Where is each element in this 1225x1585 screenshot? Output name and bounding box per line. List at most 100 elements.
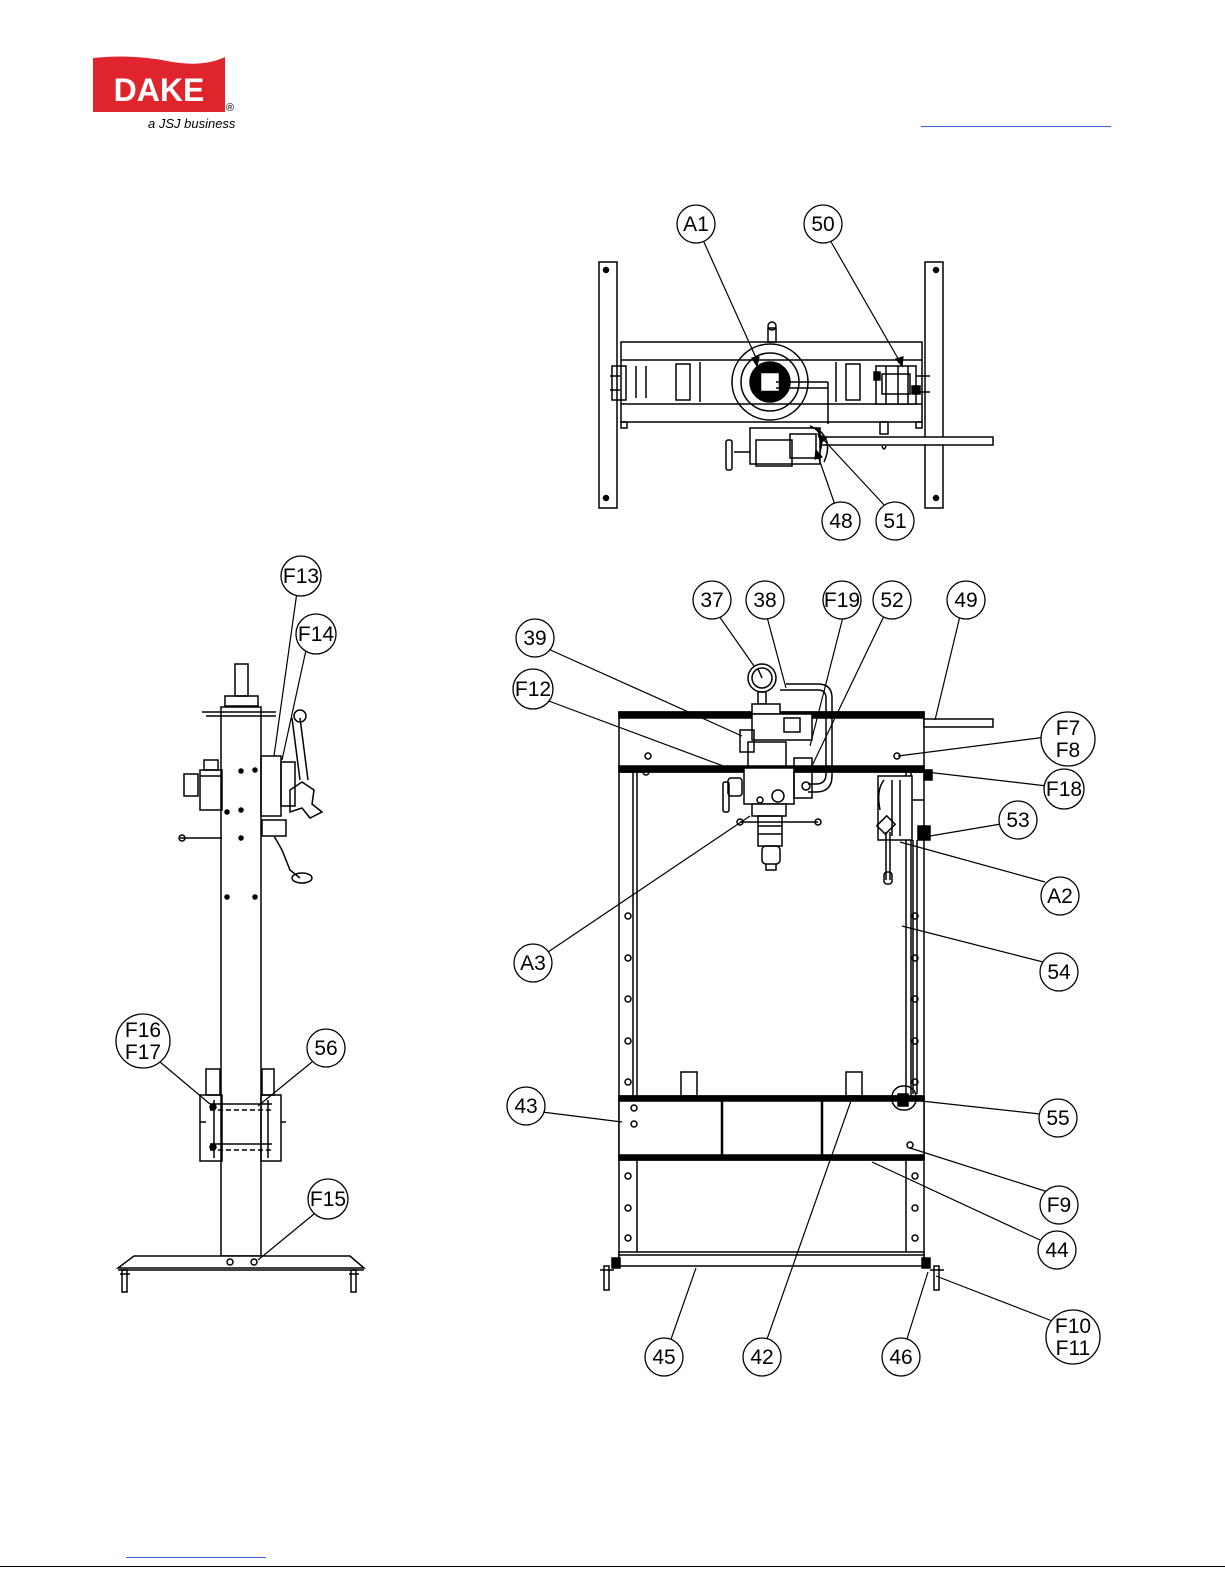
callout-37: 37 — [693, 581, 731, 619]
callout-label: F11 — [1056, 1337, 1091, 1360]
callout-label: F15 — [310, 1188, 346, 1211]
side-column — [202, 664, 276, 1256]
callout-label: 49 — [954, 589, 977, 612]
callout-label: 45 — [652, 1346, 675, 1369]
callout-f15: F15 — [308, 1179, 348, 1219]
handle-bar-top-view — [800, 437, 993, 445]
leader-F16 — [160, 1062, 210, 1104]
callout-label: F12 — [515, 678, 551, 701]
leader-44 — [872, 1162, 1040, 1240]
leader-50 — [830, 240, 900, 362]
leader-37 — [719, 616, 754, 666]
cylinder-top-view — [732, 344, 828, 424]
callout-f9: F9 — [1040, 1186, 1078, 1224]
callout-f19: F19 — [823, 581, 861, 619]
leader-48 — [818, 456, 835, 505]
callout-label: 52 — [880, 589, 903, 612]
callout-label: 46 — [889, 1346, 912, 1369]
callout-label: A3 — [520, 952, 546, 975]
callout-f12: F12 — [513, 669, 553, 709]
leader-A2 — [900, 842, 1045, 882]
callout-label: 43 — [514, 1095, 537, 1118]
front-pump-rod — [892, 840, 917, 1110]
leader-45 — [670, 1268, 696, 1342]
callout-label: 42 — [750, 1346, 773, 1369]
leader-F10 — [936, 1276, 1060, 1324]
callout-label: 44 — [1045, 1239, 1069, 1262]
front-bed — [619, 1072, 924, 1160]
callout-a1: A1 — [677, 205, 715, 243]
callout-label: F7 — [1056, 717, 1081, 740]
callout-label: 56 — [314, 1037, 337, 1060]
leader-F14 — [282, 650, 306, 760]
front-handle-bar — [924, 719, 993, 727]
callout-label: F18 — [1046, 778, 1082, 801]
callout-label: F16 — [125, 1019, 161, 1042]
callout-label: A2 — [1047, 885, 1073, 908]
leader-53 — [930, 824, 1001, 836]
callout-label: 48 — [829, 510, 852, 533]
leader-55 — [912, 1100, 1040, 1114]
callout-a3: A3 — [514, 944, 552, 982]
callout-label: 53 — [1006, 809, 1029, 832]
callout-45: 45 — [645, 1338, 683, 1376]
callout-label: 51 — [883, 510, 906, 533]
callout-f13: F13 — [281, 556, 321, 596]
callout-44: 44 — [1038, 1231, 1076, 1269]
left-upright-top-view — [599, 262, 617, 508]
callout-51: 51 — [876, 502, 914, 540]
callout-label: F13 — [283, 565, 319, 588]
callout-43: 43 — [507, 1087, 545, 1125]
callout-label: 54 — [1047, 961, 1071, 984]
frame-holes — [625, 913, 918, 1241]
top-view — [599, 262, 993, 508]
callout-label: 37 — [700, 589, 723, 612]
callout-label: 39 — [523, 627, 546, 650]
callout-39: 39 — [516, 619, 554, 657]
leader-54 — [902, 926, 1043, 962]
callout-42: 42 — [743, 1338, 781, 1376]
callout-a2: A2 — [1041, 877, 1079, 915]
callout-48: 48 — [822, 502, 860, 540]
leader-F15 — [258, 1214, 314, 1260]
callout-50: 50 — [804, 205, 842, 243]
leader-F9 — [910, 1148, 1048, 1192]
leader-49 — [935, 616, 960, 720]
callout-38: 38 — [746, 581, 784, 619]
callout-label: F8 — [1056, 739, 1081, 762]
callout-49: 49 — [947, 581, 985, 619]
callout-52: 52 — [873, 581, 911, 619]
leader-43 — [542, 1112, 622, 1122]
callout-label: 38 — [753, 589, 776, 612]
callout-54: 54 — [1040, 953, 1078, 991]
valve-top-view — [726, 426, 828, 470]
callout-label: F10 — [1055, 1315, 1091, 1338]
callout-53: 53 — [999, 801, 1037, 839]
leader-F18 — [926, 772, 1047, 786]
front-view — [600, 664, 993, 1290]
leader-46 — [906, 1272, 928, 1342]
leader-A3 — [548, 816, 750, 952]
callout-46: 46 — [882, 1338, 920, 1376]
callout-label: A1 — [683, 213, 709, 236]
callout-label: F19 — [824, 589, 860, 612]
front-ram — [737, 804, 821, 870]
callout-label: F14 — [298, 623, 335, 646]
callout-56: 56 — [307, 1029, 345, 1067]
callout-f16: F16F17 — [116, 1014, 170, 1068]
right-upright-top-view — [925, 262, 943, 508]
arrow-A1 — [752, 357, 759, 366]
callout-label: 55 — [1046, 1107, 1069, 1130]
callout-label: F9 — [1047, 1194, 1072, 1217]
callout-f18: F18 — [1044, 769, 1084, 809]
side-base — [118, 1256, 364, 1292]
callout-55: 55 — [1039, 1099, 1077, 1137]
front-base-rail — [600, 1252, 944, 1290]
callout-label: F17 — [125, 1041, 161, 1064]
callout-label: 50 — [811, 213, 834, 236]
callout-f14: F14 — [296, 614, 336, 654]
arrow-50 — [896, 357, 903, 366]
